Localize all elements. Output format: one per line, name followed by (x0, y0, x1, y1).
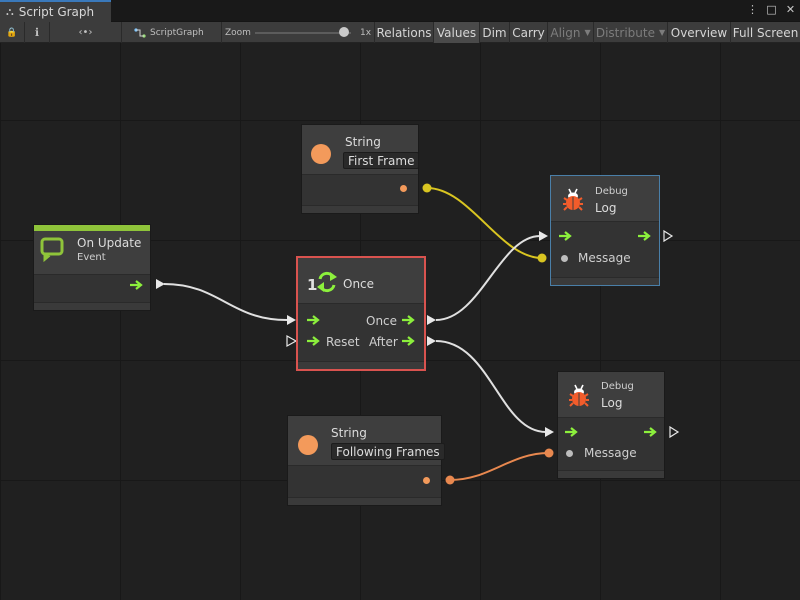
lock-icon: 🔒 (6, 28, 17, 38)
node-title: String (331, 426, 367, 440)
node-footer (298, 361, 424, 369)
graph-tab-icon: ⛬ (6, 5, 14, 19)
code-button[interactable]: ‹•› (50, 22, 122, 43)
distribute-dropdown[interactable]: Distribute ▼ (594, 22, 668, 43)
reset-input-arrow-icon[interactable] (307, 336, 321, 346)
once-output-arrow-icon[interactable] (402, 315, 416, 325)
node-footer (302, 205, 418, 213)
exit-output-arrow-icon[interactable] (638, 231, 652, 241)
zoom-label: Zoom (225, 22, 251, 43)
string-output-port[interactable] (400, 185, 407, 192)
string-node-following-frames[interactable]: String Following Frames (287, 415, 442, 506)
node-title: Log (601, 396, 622, 410)
once-output-label: Once (366, 314, 397, 328)
enter-input-arrow-icon[interactable] (559, 231, 573, 241)
bug-icon (566, 382, 592, 408)
align-caret-icon: ▼ (584, 28, 590, 37)
maximize-icon[interactable]: □ (766, 3, 777, 16)
refresh-icon (316, 270, 338, 294)
exit-output-arrow-icon[interactable] (644, 427, 658, 437)
message-input-label: Message (578, 251, 631, 265)
lock-button[interactable]: 🔒 (0, 22, 25, 43)
tab-script-graph[interactable]: ⛬ Script Graph (0, 0, 111, 22)
distribute-label: Distribute (596, 26, 655, 40)
tab-title: Script Graph (19, 5, 94, 19)
align-label: Align (550, 26, 580, 40)
distribute-caret-icon: ▼ (659, 28, 665, 37)
enter-input-arrow-icon[interactable] (565, 427, 579, 437)
graph-asset-icon (134, 28, 146, 38)
string-output-port[interactable] (423, 477, 430, 484)
align-dropdown[interactable]: Align ▼ (548, 22, 594, 43)
node-footer (288, 497, 441, 505)
node-category: Debug (595, 186, 628, 197)
once-node[interactable]: 1 Once Once Reset After (296, 256, 426, 371)
values-button[interactable]: Values (434, 22, 480, 43)
node-footer (34, 302, 150, 310)
string-icon (298, 435, 318, 455)
string-value-field[interactable]: Following Frames (331, 443, 445, 460)
node-category: Debug (601, 381, 634, 392)
message-input-port[interactable] (566, 450, 573, 457)
node-body (298, 304, 424, 362)
string-node-first-frame[interactable]: String First Frame (301, 124, 419, 214)
string-icon (311, 144, 331, 164)
window-controls: ⋮ □ ✕ (747, 3, 796, 16)
info-button[interactable]: ℹ (25, 22, 50, 43)
close-icon[interactable]: ✕ (785, 3, 796, 16)
string-value-field[interactable]: First Frame (343, 152, 419, 169)
update-loop-icon (40, 237, 64, 263)
graph-toolbar: 🔒 ℹ ‹•› ScriptGraph Zoom 1x Relations Va… (0, 22, 800, 43)
graph-name: ScriptGraph (150, 28, 204, 38)
node-footer (551, 277, 659, 285)
node-title: String (345, 135, 381, 149)
event-color-bar (34, 225, 150, 231)
node-body (288, 466, 441, 498)
message-input-label: Message (584, 446, 637, 460)
enter-input-arrow-icon[interactable] (307, 315, 321, 325)
node-title: Log (595, 201, 616, 215)
node-title: On Update (77, 236, 141, 250)
reset-input-label: Reset (326, 335, 360, 349)
info-icon: ℹ (35, 26, 39, 39)
node-body (558, 418, 664, 471)
message-input-port[interactable] (561, 255, 568, 262)
node-title: Once (343, 277, 374, 291)
window-menu-icon[interactable]: ⋮ (747, 3, 758, 16)
on-update-event-node[interactable]: On Update Event (33, 224, 151, 311)
after-output-arrow-icon[interactable] (402, 336, 416, 346)
dim-button[interactable]: Dim (480, 22, 510, 43)
debug-log-node-1[interactable]: Debug Log Message (550, 175, 660, 286)
relations-button[interactable]: Relations (374, 22, 434, 43)
tab-bar: ⛬ Script Graph ⋮ □ ✕ (0, 0, 800, 22)
after-output-label: After (369, 335, 398, 349)
node-subtitle: Event (77, 252, 106, 263)
flow-output-arrow-icon[interactable] (130, 280, 144, 290)
bug-icon (560, 186, 586, 212)
full-screen-button[interactable]: Full Screen (731, 22, 800, 43)
overview-button[interactable]: Overview (668, 22, 731, 43)
carry-button[interactable]: Carry (510, 22, 548, 43)
zoom-slider-thumb[interactable] (339, 27, 349, 37)
code-icon: ‹•› (79, 27, 93, 38)
zoom-slider-track[interactable] (255, 32, 351, 34)
node-footer (558, 470, 664, 478)
debug-log-node-2[interactable]: Debug Log Message (557, 371, 665, 479)
graph-breadcrumb[interactable]: ScriptGraph (122, 22, 222, 43)
zoom-value: 1x (360, 22, 371, 43)
